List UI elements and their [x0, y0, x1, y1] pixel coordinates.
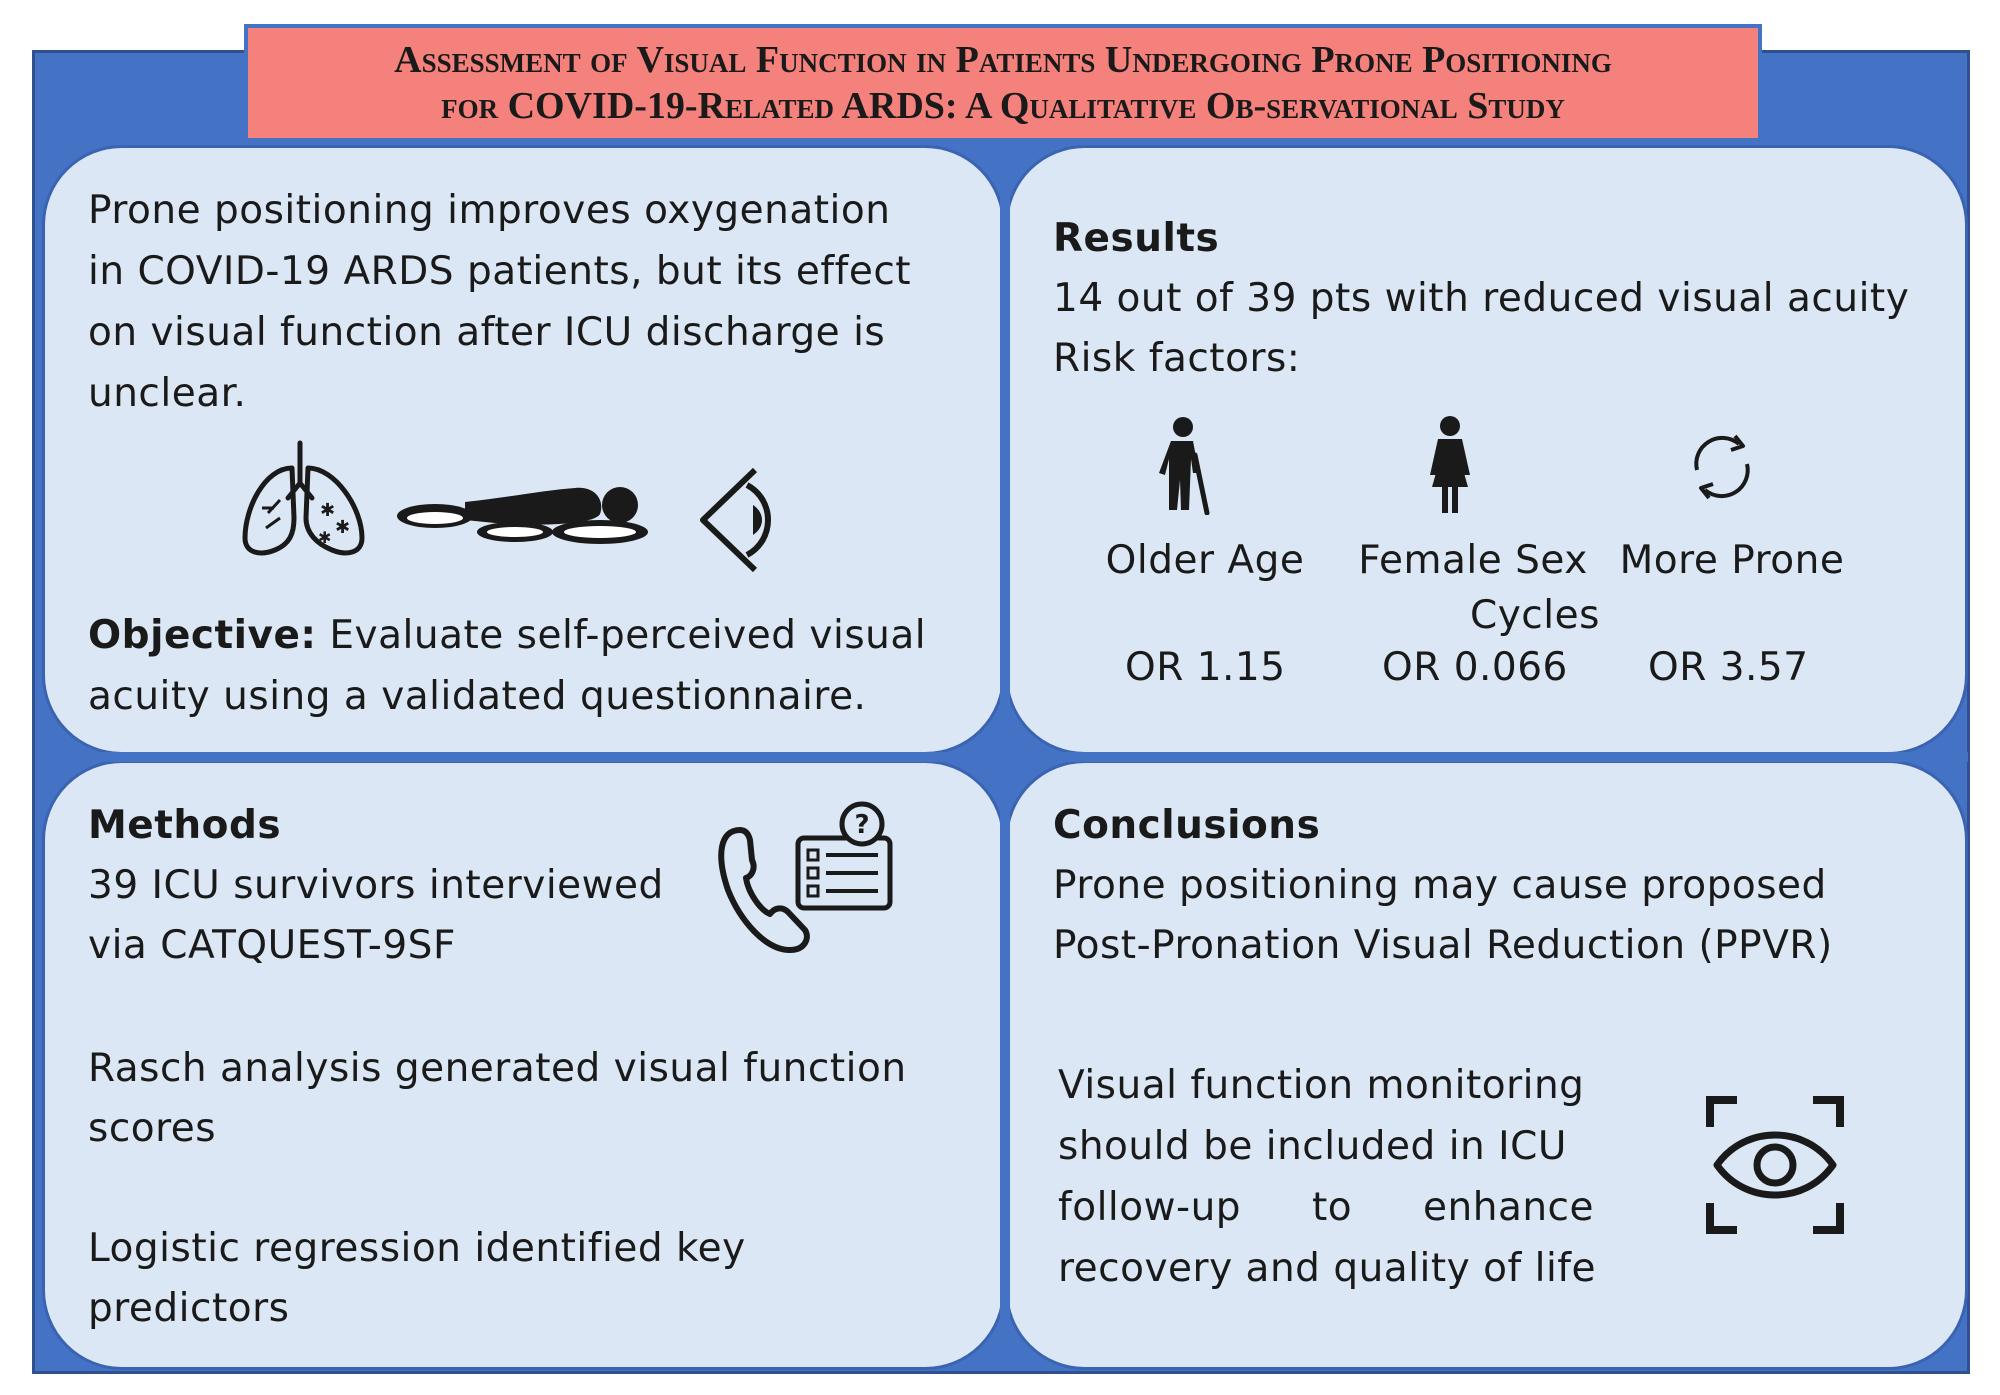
- svg-text:✱: ✱: [335, 517, 350, 538]
- rasch-line-2: scores: [88, 1106, 217, 1151]
- objective-line-1: Objective: Evaluate self-perceived visua…: [88, 605, 998, 666]
- title-line-2: for COVID-19-Related ARDS: A Qualitative…: [441, 85, 1565, 127]
- female-icon: [1430, 416, 1470, 513]
- objective-label: Objective:: [88, 613, 317, 658]
- monitoring-text: Visual function monitoring should be inc…: [1058, 1055, 1618, 1299]
- prone-patient-icon: [397, 487, 648, 544]
- logistic-line-2: predictors: [88, 1286, 290, 1331]
- logistic-line-1: Logistic regression identified key: [88, 1226, 746, 1271]
- lungs-icon: ✱ ✱ ✱: [242, 440, 365, 556]
- monitoring-line-4: recovery and quality of life: [1058, 1246, 1597, 1291]
- intro-line-1: Prone positioning improves oxygenation: [88, 188, 891, 233]
- results-summary: 14 out of 39 pts with reduced visual acu…: [1053, 276, 1910, 321]
- intro-line-4: unclear.: [88, 371, 247, 416]
- cycle-arrows-icon: [1694, 434, 1750, 500]
- monitoring-line-1: Visual function monitoring: [1058, 1063, 1585, 1108]
- factor-more-prone-label: More Prone: [1619, 538, 1845, 583]
- intro-line-2: in COVID-19 ARDS patients, but its effec…: [88, 249, 912, 294]
- panel-introduction: [42, 145, 1005, 755]
- conclusions-line-2: Post-Pronation Visual Reduction (PPVR): [1053, 923, 1833, 968]
- conclusions-line-1: Prone positioning may cause proposed: [1053, 863, 1827, 908]
- intro-text: Prone positioning improves oxygenation i…: [88, 180, 988, 424]
- panel-methods: [42, 760, 1005, 1370]
- methods-heading: Methods: [88, 803, 282, 848]
- rasch-line-1: Rasch analysis generated visual function: [88, 1046, 907, 1091]
- eye-profile-icon: [700, 467, 771, 573]
- title-line-1: Assessment of Visual Function in Patient…: [394, 39, 1612, 81]
- objective-line-2: acuity using a validated questionnaire.: [88, 674, 867, 719]
- vertical-divider: [1000, 145, 1010, 1370]
- phone-questionnaire-icon: ?: [718, 801, 893, 953]
- risk-factors-label: Risk factors:: [1053, 336, 1301, 381]
- conclusions-heading: Conclusions: [1053, 803, 1321, 848]
- svg-text:✱: ✱: [318, 528, 331, 547]
- factor-more-prone-label-2: Cycles: [1470, 593, 1600, 638]
- factor-older-age-label: Older Age: [1105, 538, 1305, 583]
- factor-female-sex-or: OR 0.066: [1382, 645, 1568, 690]
- objective-text: Objective: Evaluate self-perceived visua…: [88, 605, 998, 727]
- results-heading: Results: [1053, 216, 1220, 261]
- factor-more-prone-or: OR 3.57: [1648, 645, 1809, 690]
- factor-female-sex-label: Female Sex: [1358, 538, 1588, 583]
- objective-line-1-text: Evaluate self-perceived visual: [329, 613, 927, 658]
- elderly-person-icon: [1159, 417, 1210, 515]
- methods-line-2: via CATQUEST-9SF: [88, 923, 456, 968]
- eye-scan-icon: [1706, 1096, 1844, 1234]
- panel-conclusions: [1005, 760, 1968, 1370]
- monitoring-line-3: follow-up to enhance: [1058, 1185, 1594, 1230]
- title-banner: Assessment of Visual Function in Patient…: [244, 24, 1762, 142]
- intro-line-3: on visual function after ICU discharge i…: [88, 310, 886, 355]
- svg-text:?: ?: [854, 810, 869, 840]
- svg-text:✱: ✱: [320, 500, 335, 521]
- factor-older-age-or: OR 1.15: [1125, 645, 1286, 690]
- monitoring-line-2: should be included in ICU: [1058, 1124, 1567, 1169]
- methods-line-1: 39 ICU survivors interviewed: [88, 863, 664, 908]
